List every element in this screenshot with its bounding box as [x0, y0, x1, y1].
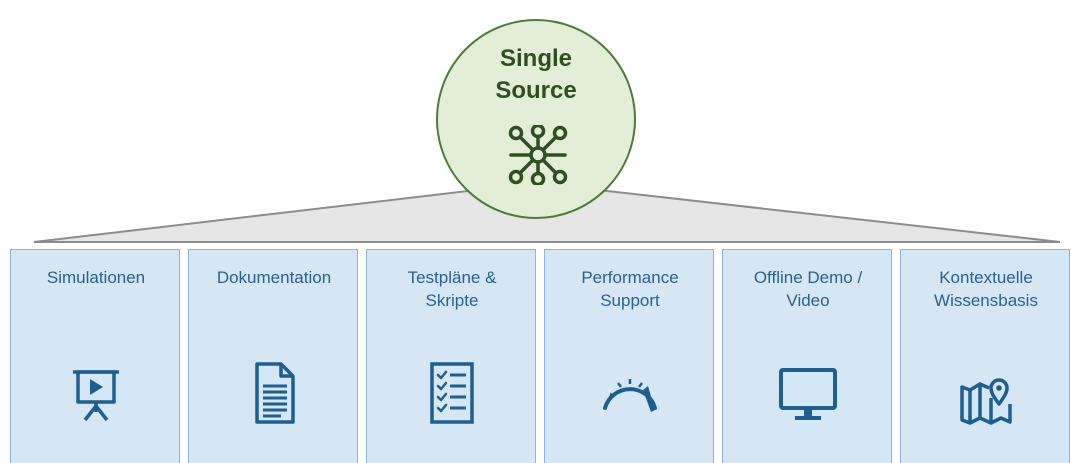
card-label-line: Kontextuelle [939, 268, 1033, 287]
card-label-line: Video [786, 291, 830, 310]
card-label-line: Dokumentation [216, 268, 332, 287]
network-hub-icon [508, 125, 568, 185]
card-label-line: Simulationen [46, 268, 146, 287]
checklist-icon [430, 362, 474, 424]
card-label: Testpläne & Skripte [367, 266, 537, 312]
hub-title-line: Single [499, 45, 572, 72]
card-label-line: Wissensbasis [934, 291, 1038, 310]
card-label-line: Performance [581, 268, 679, 287]
card-performance: Performance Support [544, 249, 714, 463]
card-offline-demo: Offline Demo / Video [722, 249, 892, 463]
card-label-line: Offline Demo / [753, 268, 863, 287]
card-testplaene: Testpläne & Skripte [366, 249, 536, 463]
gauge-icon [603, 379, 657, 412]
presentation-play-icon [73, 370, 119, 422]
map-pin-icon [960, 378, 1012, 425]
card-label-line: Skripte [425, 291, 479, 310]
card-wissensbasis: Kontextuelle Wissensbasis [900, 249, 1070, 463]
card-dokumentation: Dokumentation [188, 249, 358, 463]
card-label: Dokumentation [189, 266, 359, 289]
document-icon [255, 362, 295, 424]
hub-title-line: Source [495, 77, 577, 104]
single-source-hub: Single Source [436, 19, 636, 219]
card-label-line: Testpläne & [407, 268, 497, 287]
card-label: Offline Demo / Video [723, 266, 893, 312]
card-label: Performance Support [545, 266, 715, 312]
card-label: Kontextuelle Wissensbasis [901, 266, 1071, 312]
card-simulationen: Simulationen [10, 249, 180, 463]
output-cards: Simulationen Dokumentation [10, 249, 1071, 463]
card-label-line: Support [600, 291, 660, 310]
hub-title: Single Source [438, 43, 634, 107]
card-label: Simulationen [11, 266, 181, 289]
monitor-icon [779, 368, 837, 420]
